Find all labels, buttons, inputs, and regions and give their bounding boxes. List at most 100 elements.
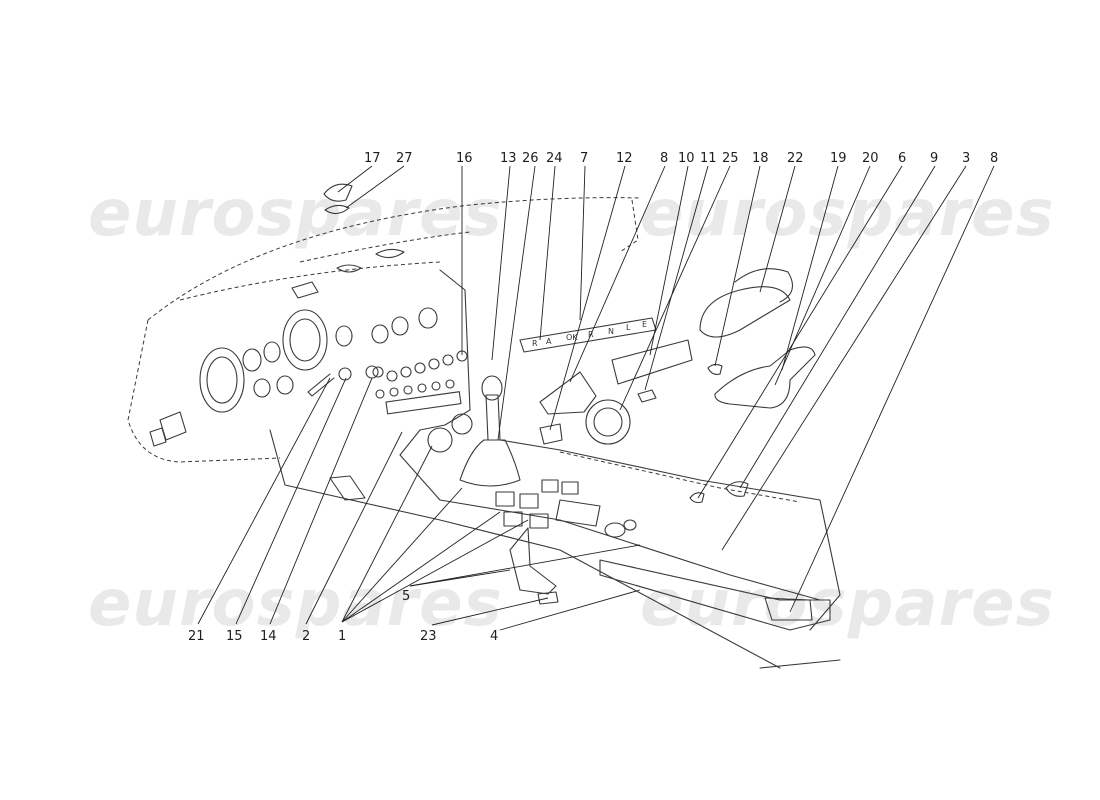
air-vent-right (375, 248, 405, 259)
dashboard-crease (179, 261, 441, 301)
leader-24 (539, 165, 556, 341)
console-foot (537, 591, 559, 605)
console-vertical-panel (419, 269, 471, 431)
gear-plate-letter-2: A (546, 337, 552, 346)
watermark-bottom-right: eurospares (640, 567, 1055, 641)
callout-11: 11 (700, 151, 717, 166)
callout-6: 6 (898, 151, 906, 166)
leader-2 (305, 431, 403, 625)
callout-17: 17 (364, 151, 381, 166)
small-gauge-8 (418, 307, 438, 329)
part-25-gauge (585, 399, 631, 445)
gear-plate-letter-1: R (532, 339, 538, 348)
callout-labels: 17 27 16 13 26 24 7 12 8 10 11 25 18 22 … (188, 151, 998, 644)
part-20-bezel (714, 346, 816, 409)
console-left-edge (269, 429, 781, 669)
leader-23 (431, 597, 549, 626)
part-18-column-shroud (699, 286, 791, 338)
callout-22: 22 (787, 151, 804, 166)
callout-24: 24 (546, 151, 563, 166)
leader-10 (649, 165, 689, 356)
small-gauge-4 (276, 375, 294, 395)
leader-1d (341, 519, 529, 623)
callout-21: 21 (188, 629, 205, 644)
leader-17 (337, 165, 373, 193)
callout-2: 2 (302, 629, 310, 644)
tachometer-gauge (199, 347, 245, 413)
callout-5: 5 (402, 589, 410, 604)
watermark-group: eurospares eurospares eurospares eurospa… (88, 177, 1055, 641)
console-support-leg (509, 527, 557, 595)
dashboard-left-edge (127, 319, 281, 463)
console-base-line (759, 659, 841, 669)
dashboard-upper-ridge (299, 231, 471, 263)
gear-lever-shaft (485, 394, 501, 441)
gear-plate-letter-3: OK (566, 333, 578, 342)
leader-8a (569, 165, 666, 383)
part-11-clip (637, 389, 657, 403)
leader-15 (235, 377, 347, 625)
small-gauge-5 (335, 325, 353, 347)
leader-12 (549, 165, 626, 431)
leader-25 (619, 165, 731, 411)
console-gauge (451, 413, 473, 435)
callout-14: 14 (260, 629, 277, 644)
part-19-clip (707, 363, 723, 375)
leader-3 (721, 165, 967, 551)
console-ashtray (555, 499, 601, 527)
part-14-knob (365, 365, 379, 379)
window-switch-4 (529, 513, 549, 529)
callout-10: 10 (678, 151, 695, 166)
part-12-bracket (539, 371, 597, 415)
dashboard-sketch (127, 197, 641, 463)
leader-5b (409, 544, 641, 587)
callout-15: 15 (226, 629, 243, 644)
callout-27: 27 (396, 151, 413, 166)
callout-8-top: 8 (660, 151, 668, 166)
console-armrest-tray (599, 559, 831, 631)
dashboard-right-end (619, 199, 639, 253)
callout-1: 1 (338, 629, 346, 644)
leader-6 (697, 165, 903, 499)
console-clock (427, 427, 453, 453)
switch-row-lower (375, 379, 455, 399)
loose-parts: R A OK R N L E (307, 183, 816, 504)
speedometer-gauge (282, 309, 328, 371)
leader-13 (491, 165, 511, 361)
part-27-ring (324, 204, 350, 215)
switch-row (372, 350, 468, 382)
leader-1a (341, 445, 433, 623)
gear-plate-letter-7: E (642, 320, 647, 329)
console-top-ridge (399, 429, 821, 601)
leader-26 (497, 165, 536, 441)
part-9-lamp (725, 481, 749, 497)
leader-11 (644, 165, 709, 391)
armrest-small-lid (764, 597, 813, 621)
callout-8-right: 8 (990, 151, 998, 166)
leader-1b (341, 487, 463, 623)
window-switch-3 (503, 511, 523, 527)
leader-7 (579, 165, 586, 321)
leader-21 (197, 377, 331, 625)
air-vent-left (291, 281, 319, 299)
callout-23: 23 (420, 629, 437, 644)
dashboard-top-edge (147, 197, 641, 321)
gear-knob (481, 375, 503, 401)
leader-20 (774, 165, 871, 386)
window-switch-1 (495, 491, 515, 507)
small-gauge-7 (391, 316, 409, 336)
leader-1c (341, 511, 501, 623)
part-6-bulb (689, 492, 705, 504)
part-26-clip (539, 423, 563, 445)
part-10-plaque (611, 339, 693, 385)
callout-9: 9 (930, 151, 938, 166)
callout-19: 19 (830, 151, 847, 166)
gear-lever-boot (459, 439, 521, 487)
center-console-sketch (269, 269, 841, 669)
callout-26: 26 (522, 151, 539, 166)
radio-slot (385, 391, 462, 415)
window-switch-6 (561, 481, 579, 495)
callout-20: 20 (862, 151, 879, 166)
watermark-top-left: eurospares (88, 177, 503, 251)
leader-lines (197, 165, 995, 631)
